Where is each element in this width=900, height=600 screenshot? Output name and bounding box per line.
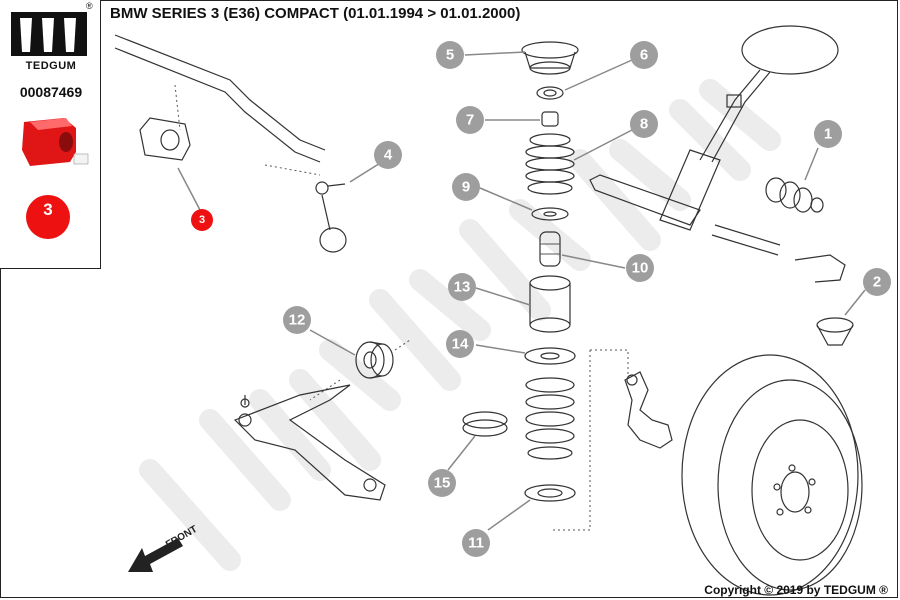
product-photo [22, 118, 89, 166]
tie-rod [589, 174, 846, 283]
callout-1-label: 1 [824, 126, 832, 143]
callout-14-label: 14 [452, 336, 469, 353]
callout-15-marker [428, 469, 456, 497]
strut-mount [521, 41, 579, 75]
bearing-ring [536, 86, 564, 100]
callout-8-label: 8 [640, 116, 648, 133]
highlighted-part-badge [26, 195, 70, 239]
control-arm-bushing [355, 341, 394, 379]
leader-1 [804, 147, 819, 181]
callout-6-marker [630, 41, 658, 69]
callout-1-marker [814, 120, 842, 148]
registered-mark: ® [86, 1, 93, 11]
vehicle-title: BMW SERIES 3 (E36) COMPACT (01.01.1994 >… [110, 5, 521, 22]
callout-12-marker [283, 306, 311, 334]
callout-9-marker [452, 173, 480, 201]
steering-column [659, 25, 839, 231]
copyright-notice: Copyright © 2019 by TEDGUM ® [704, 583, 888, 597]
spring-seat-upper [524, 347, 576, 365]
stabilizer-link [315, 181, 347, 253]
tie-rod-boot [765, 177, 824, 213]
tedgum-watermark [139, 79, 781, 571]
steering-knuckle [624, 371, 673, 449]
highlighted-part-marker: 3 [191, 209, 213, 231]
strut-dotted-guide [550, 349, 629, 531]
callout-7-marker [456, 106, 484, 134]
highlighted-part-label: 3 [199, 214, 205, 226]
coil-spring [525, 377, 575, 460]
lower-control-arm [233, 384, 386, 501]
callout-2-marker [863, 268, 891, 296]
callout-4-marker [374, 141, 402, 169]
callout-9-label: 9 [462, 179, 470, 196]
callout-11-marker [462, 529, 490, 557]
callout-10-label: 10 [632, 260, 649, 277]
callout-2-label: 2 [873, 274, 881, 291]
washer [531, 207, 569, 221]
bump-stop-large [525, 133, 575, 195]
part-info-panel: ® TEDGUM 00087469 3 [0, 0, 101, 269]
leader-12 [309, 329, 356, 356]
front-arrow-icon [128, 538, 183, 572]
callout-4-label: 4 [384, 147, 393, 164]
tedgum-logo [11, 12, 87, 56]
strut-bearing [462, 411, 508, 437]
wheel-tyre [681, 354, 863, 596]
bump-stop-small [539, 231, 561, 267]
stabilizer-bushing [139, 117, 191, 161]
dust-boot-cylinder [529, 275, 571, 333]
callout-10-marker [626, 254, 654, 282]
spring-seat-lower [524, 484, 576, 502]
brand-name: TEDGUM [25, 60, 77, 72]
callout-13-marker [448, 273, 476, 301]
callout-6-label: 6 [640, 47, 648, 64]
strut-leaders [447, 51, 633, 531]
callout-7-label: 7 [466, 112, 474, 129]
callout-12-label: 12 [289, 312, 306, 329]
highlighted-part-number: 3 [43, 200, 53, 219]
callout-labels: 1 2 4 5 6 7 8 9 10 11 12 13 14 15 [289, 47, 882, 552]
stabilizer-bar [114, 34, 326, 176]
callout-11-label: 11 [468, 535, 484, 552]
callout-markers [283, 41, 891, 557]
spacer-small [541, 111, 559, 127]
leader-3 [177, 167, 201, 211]
ball-joint-boot [816, 317, 854, 346]
leader-2 [844, 289, 866, 316]
callout-5-label: 5 [446, 47, 454, 64]
callout-14-marker [446, 330, 474, 358]
part-number: 00087469 [19, 84, 83, 100]
callout-13-label: 13 [454, 279, 471, 296]
sidebar-graphics [11, 12, 89, 239]
callout-8-marker [630, 110, 658, 138]
callout-15-label: 15 [434, 475, 451, 492]
callout-5-marker [436, 41, 464, 69]
bushing-guides [309, 339, 411, 401]
